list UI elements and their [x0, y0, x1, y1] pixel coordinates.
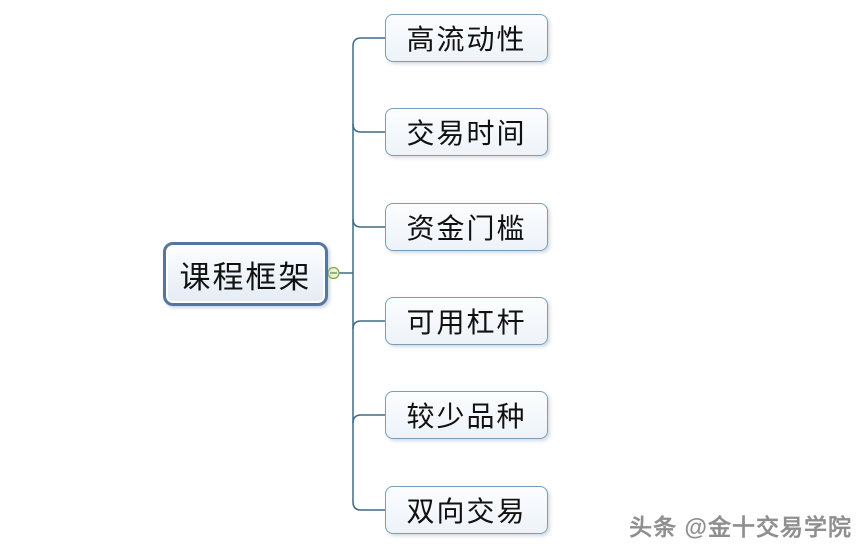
branch-line-3 [352, 218, 386, 228]
topic-node-available-leverage[interactable]: 可用杠杆 [385, 297, 548, 345]
watermark-text: 头条 @金十交易学院 [629, 514, 852, 540]
root-topic-label: 课程框架 [179, 259, 312, 295]
topic-node-capital-threshold[interactable]: 资金门槛 [385, 203, 548, 251]
topic-node-trading-hours[interactable]: 交易时间 [385, 108, 548, 156]
root-topic-node[interactable]: 课程框架 [163, 242, 328, 306]
topic-label: 可用杠杆 [406, 308, 527, 339]
collapse-minus-icon[interactable] [327, 266, 340, 280]
topic-node-two-way-trading[interactable]: 双向交易 [385, 486, 548, 534]
topic-node-high-liquidity[interactable]: 高流动性 [385, 14, 548, 62]
trunk-line [352, 37, 386, 511]
topic-label: 交易时间 [406, 119, 527, 150]
topic-label: 较少品种 [406, 402, 527, 433]
branch-line-5 [352, 414, 386, 424]
branch-line-2 [352, 123, 386, 133]
topic-label: 高流动性 [406, 25, 527, 56]
topic-label: 双向交易 [406, 497, 527, 528]
topic-label: 资金门槛 [406, 214, 527, 245]
branch-line-4 [352, 320, 386, 330]
topic-node-fewer-instruments[interactable]: 较少品种 [385, 391, 548, 439]
